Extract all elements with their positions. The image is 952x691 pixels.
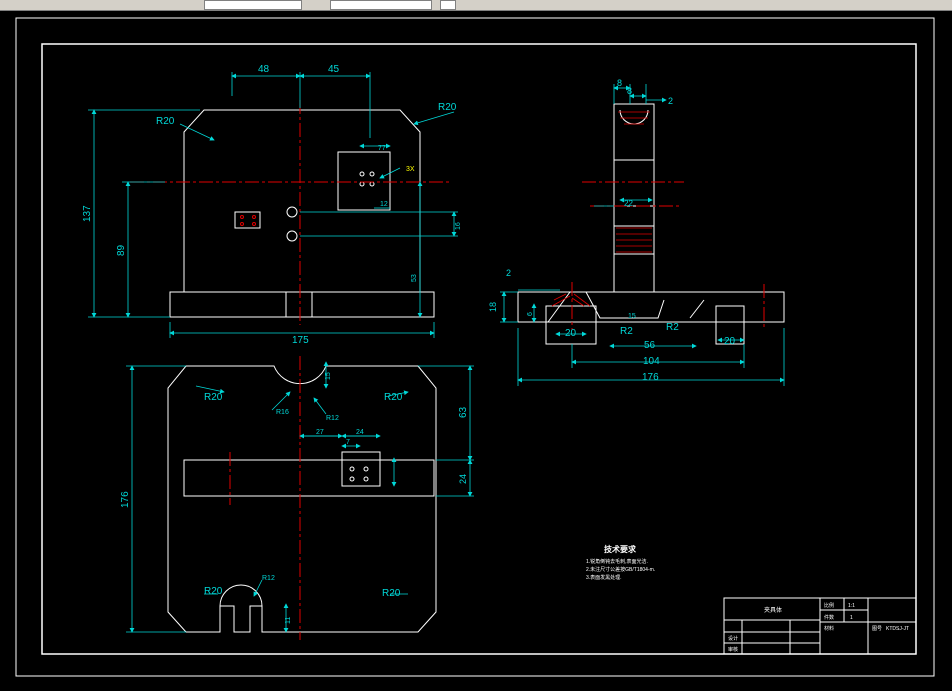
side-centerlines bbox=[571, 181, 765, 330]
qty-value: 1 bbox=[850, 615, 853, 621]
color-dropdown[interactable] bbox=[330, 0, 432, 10]
title-block-text: 夹具体 比例 1:1 件数 1 材料 图号 KTDSJ-JT 设计 审核 bbox=[728, 602, 909, 653]
drawing-canvas[interactable]: 48 45 R20 R20 137 89 175 16 53 77 12 3X bbox=[0, 11, 952, 686]
dim-8a: 8 bbox=[617, 78, 622, 88]
dim-20a: 20 bbox=[565, 328, 577, 339]
pan-icon[interactable] bbox=[140, 0, 152, 9]
checker-label: 审核 bbox=[728, 646, 738, 653]
dim-8b: 8 bbox=[627, 86, 632, 96]
dim-176-vertical: 176 bbox=[120, 491, 131, 508]
dim-77: 77 bbox=[378, 145, 386, 152]
erase-icon[interactable] bbox=[120, 0, 132, 9]
dim-24b: 24 bbox=[356, 429, 364, 436]
redo-icon[interactable] bbox=[34, 0, 46, 9]
dim-r20-right: R20 bbox=[438, 102, 457, 113]
inner-border bbox=[41, 43, 917, 655]
properties-icon[interactable] bbox=[314, 0, 326, 9]
side-dimensions bbox=[500, 84, 785, 386]
undo-icon[interactable] bbox=[18, 0, 30, 9]
dim-63: 63 bbox=[458, 406, 469, 418]
dim-48: 48 bbox=[258, 64, 270, 75]
notes-line-2: 2.未注尺寸公差按GB/T1804-m. bbox=[586, 566, 655, 573]
dim-r12-top: R12 bbox=[326, 415, 339, 422]
dim-16: 16 bbox=[455, 222, 462, 230]
drawing-svg: 48 45 R20 R20 137 89 175 16 53 77 12 3X bbox=[15, 17, 935, 677]
scale-label: 比例 bbox=[824, 602, 834, 609]
part-name: 夹具体 bbox=[764, 606, 782, 614]
side-view bbox=[517, 103, 785, 345]
dim-53: 53 bbox=[411, 274, 418, 282]
dim-24: 24 bbox=[458, 474, 468, 484]
front-view bbox=[169, 109, 435, 318]
outer-border bbox=[15, 17, 935, 677]
dim-15: 15 bbox=[325, 372, 332, 380]
front-centerlines bbox=[130, 100, 450, 325]
dim-r20-left: R20 bbox=[156, 116, 175, 127]
dim-27: 27 bbox=[316, 429, 324, 436]
drawing-no-label: 图号 bbox=[872, 626, 882, 632]
dim-56: 56 bbox=[644, 340, 656, 351]
qty-label: 件数 bbox=[824, 614, 834, 621]
drawing-no: KTDSJ-JT bbox=[886, 626, 909, 632]
notes-title: 技术要求 bbox=[604, 544, 637, 554]
dim-r2b: R2 bbox=[666, 322, 679, 333]
dim-18: 18 bbox=[488, 302, 498, 312]
dim-r20-top-right: R20 bbox=[384, 392, 403, 403]
title-block bbox=[723, 597, 917, 655]
dim-r20-bottom-right: R20 bbox=[382, 588, 401, 599]
dim-2: 2 bbox=[668, 96, 673, 106]
dim-89: 89 bbox=[116, 244, 127, 256]
linetype-dropdown[interactable] bbox=[440, 0, 456, 10]
dim-2b: 2 bbox=[506, 268, 511, 278]
dim-r20-bottom-left: R20 bbox=[204, 586, 223, 597]
technical-notes: 技术要求 1.锐角倒钝去毛刺,表面光洁. 2.未注尺寸公差按GB/T1804-m… bbox=[586, 544, 655, 581]
toolbar bbox=[0, 0, 952, 11]
dim-45: 45 bbox=[328, 64, 340, 75]
dim-6: 6 bbox=[527, 312, 534, 316]
dim-r16: R16 bbox=[276, 409, 289, 416]
layer-dropdown[interactable] bbox=[204, 0, 302, 10]
notes-line-3: 3.表面发黑处理. bbox=[586, 574, 622, 581]
scale-value: 1:1 bbox=[848, 603, 855, 609]
dim-137: 137 bbox=[82, 205, 93, 222]
dim-7: 7 bbox=[346, 439, 350, 446]
notes-line-1: 1.锐角倒钝去毛刺,表面光洁. bbox=[586, 558, 648, 565]
dim-11: 11 bbox=[285, 617, 292, 624]
front-dimensions bbox=[88, 72, 458, 338]
top-centerlines bbox=[229, 356, 301, 640]
designer-label: 设计 bbox=[728, 635, 738, 642]
material-label: 材料 bbox=[824, 625, 834, 632]
dim-r2a: R2 bbox=[620, 326, 633, 337]
side-hatching bbox=[551, 111, 652, 307]
dim-22: 22 bbox=[624, 199, 633, 208]
top-dimensions bbox=[126, 361, 474, 633]
dim-3x: 3X bbox=[406, 166, 415, 173]
draw-icon[interactable] bbox=[2, 0, 14, 9]
dim-175: 175 bbox=[292, 335, 309, 346]
dim-176-side: 176 bbox=[642, 372, 659, 383]
dim-r12-bottom: R12 bbox=[262, 575, 275, 582]
dim-15-side: 15 bbox=[628, 313, 636, 320]
dim-20b: 20 bbox=[724, 336, 736, 347]
dim-12: 12 bbox=[380, 201, 388, 208]
dim-104: 104 bbox=[643, 356, 660, 367]
dim-r20-top-left: R20 bbox=[204, 392, 223, 403]
layer-icon[interactable] bbox=[182, 0, 194, 9]
